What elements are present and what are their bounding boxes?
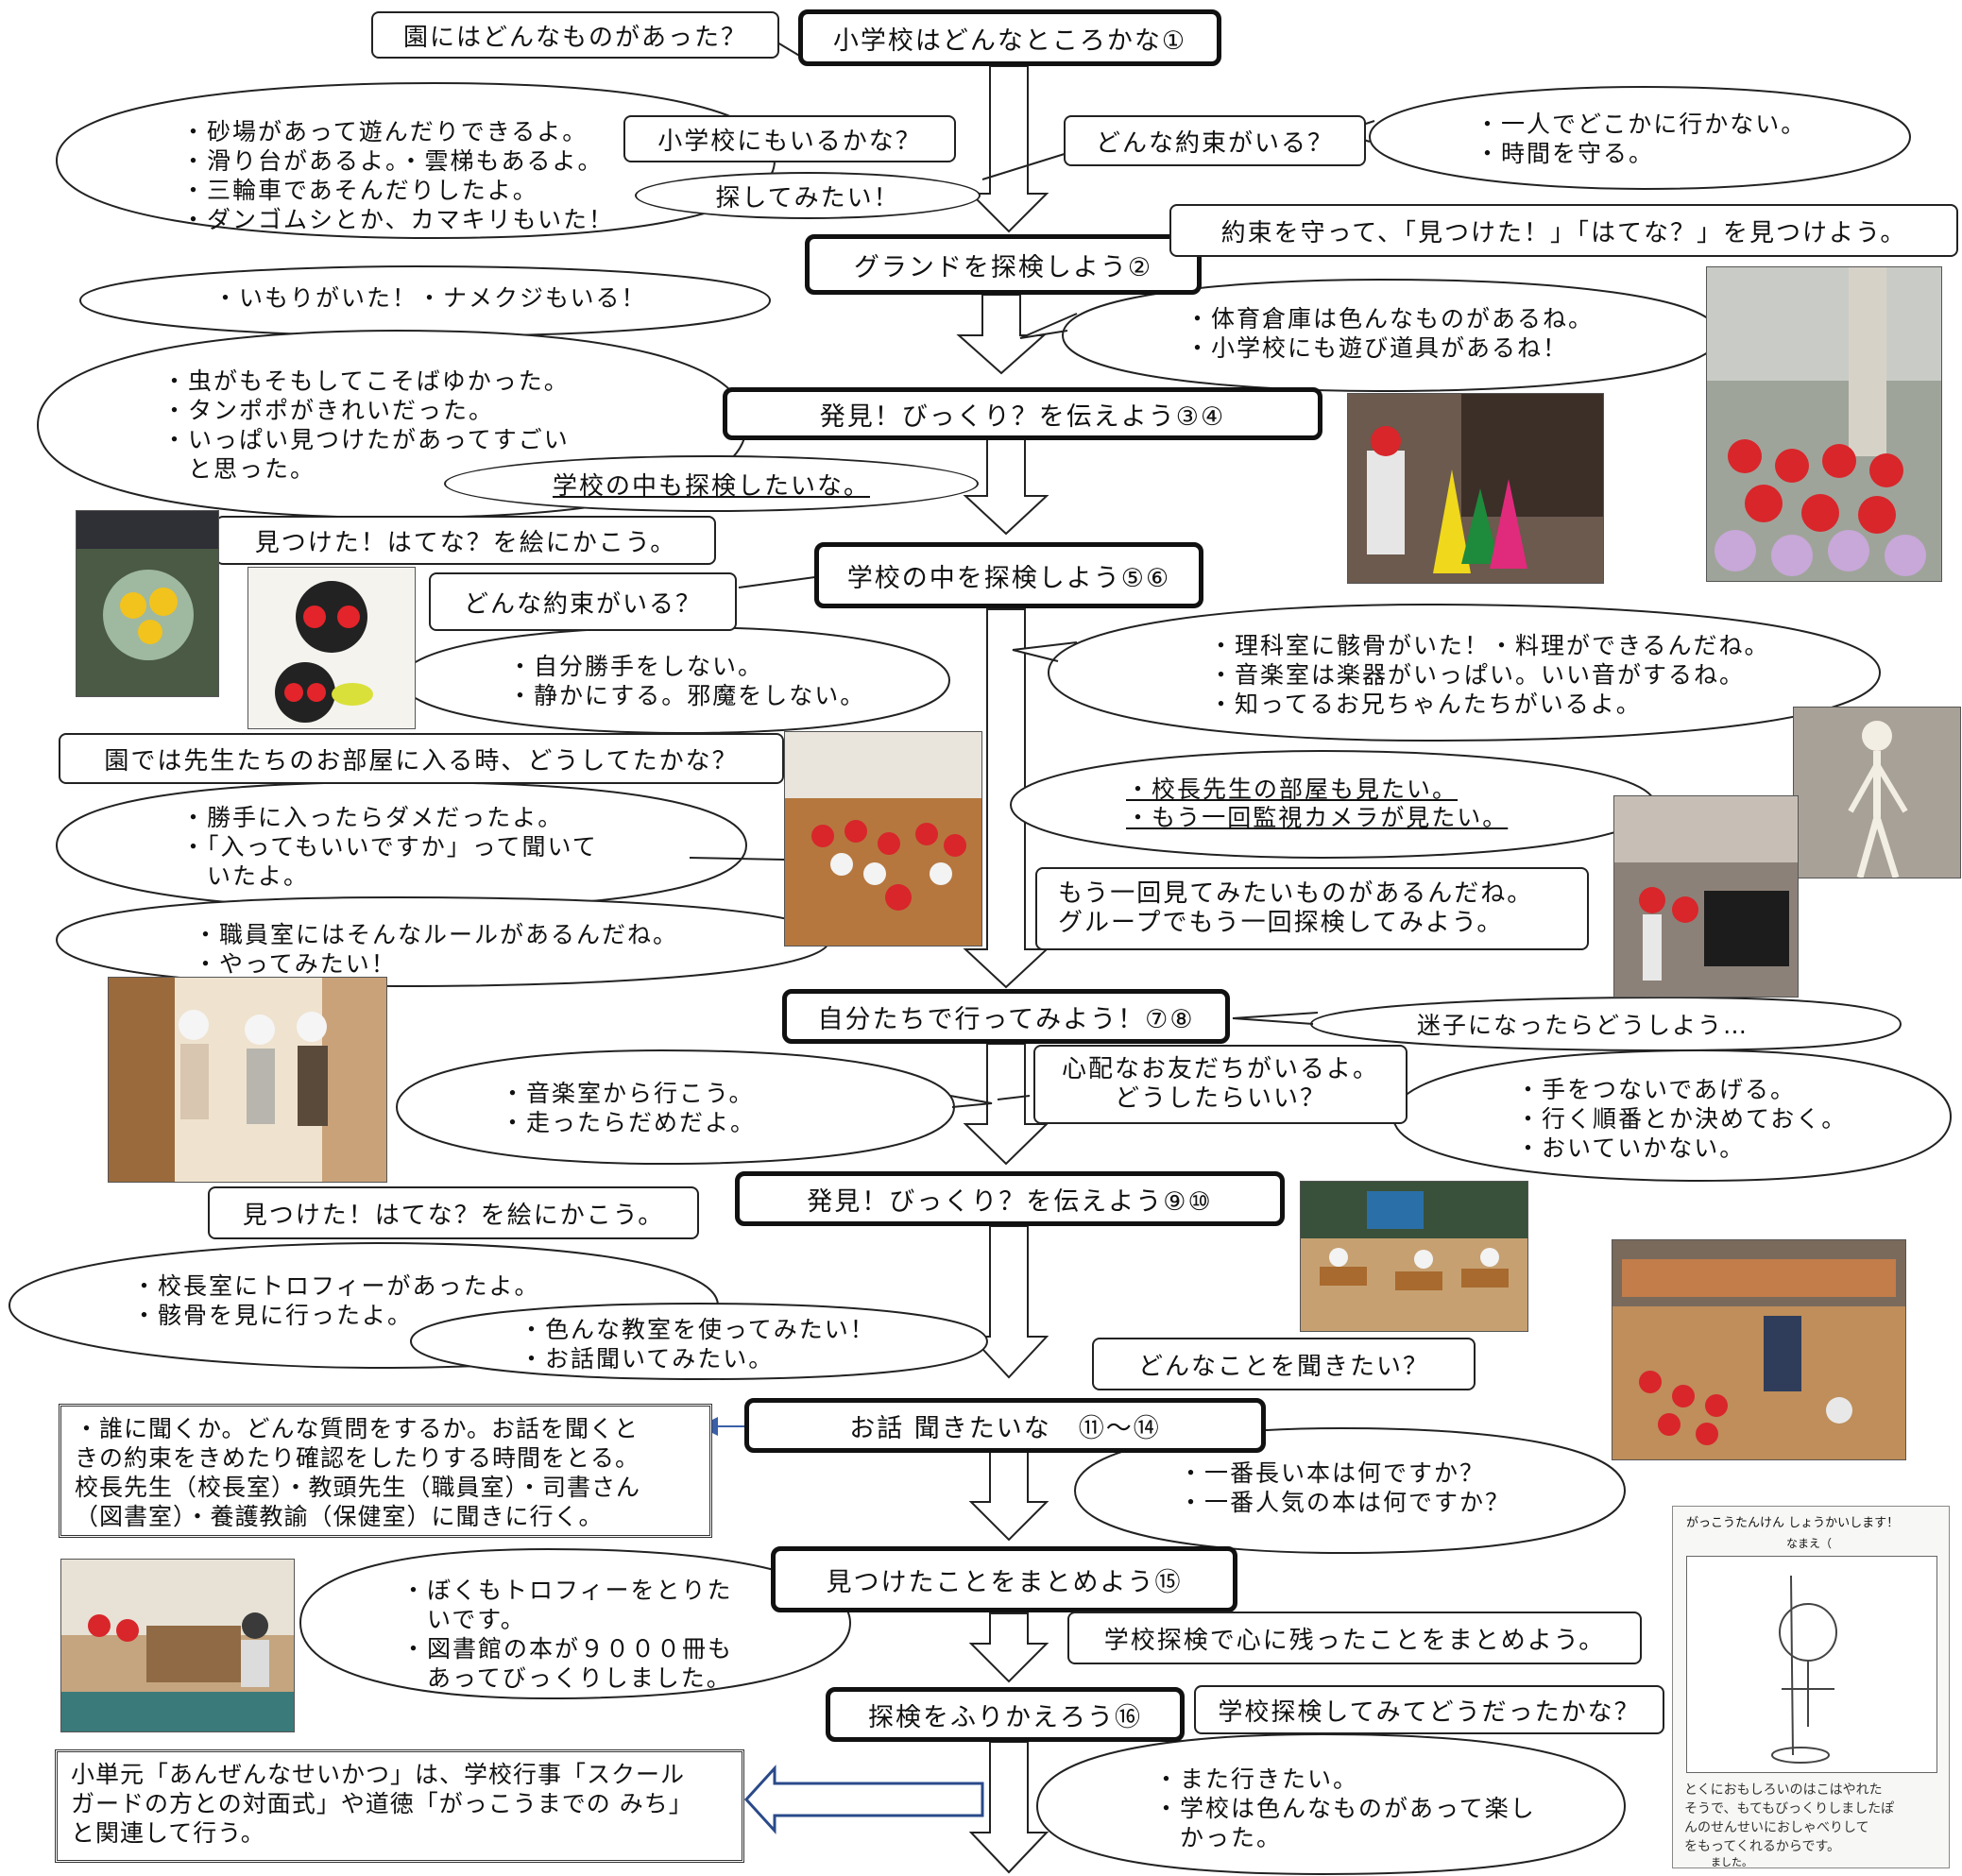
- step-5-box: 自分たちで行ってみよう！⑦⑧: [782, 989, 1230, 1044]
- worksheet-footer: ました。: [1711, 1856, 1752, 1868]
- bubble-b17-text: ・また行きたい。 ・学校は色んなものがあって楽し かった。: [1154, 1765, 1536, 1851]
- bubble-b16-shape: [299, 1547, 852, 1700]
- worksheet-handwriting: とくにおもしろいのはこはやれた そうで、もてもびっくりしましたぽ んのせんせいに…: [1684, 1782, 1895, 1854]
- photo-dandelions: [76, 510, 219, 697]
- bubble-lost-text: 迷子になったらどうしよう…: [1417, 1012, 1749, 1039]
- bubble-b15-text: ・一番長い本は何ですか？ ・一番人気の本は何ですか？: [1179, 1459, 1511, 1516]
- flow-arrow-3: [963, 438, 1049, 536]
- bubble-b14-text: ・色んな教室を使ってみたい！ ・お話聞いてみたい。: [520, 1316, 876, 1373]
- worksheet-image: がっこうたんけん しょうかいします！ なまえ（ とくにおもしろいのはこはやれた …: [1672, 1506, 1950, 1868]
- bubble-b17-shape: [1035, 1732, 1627, 1876]
- speech-bubbles: [8, 81, 1953, 1876]
- flow-arrow-1: [968, 65, 1049, 233]
- question-kindergarten: 園にはどんなものがあった？: [371, 11, 779, 59]
- bubble-b9-text: ・勝手に入ったらダメだったよ。 ・「入ってもいいですか」って聞いて いたよ。: [181, 804, 598, 890]
- bubble-b13-text: ・校長室にトロフィーがあったよ。 ・骸骨を見に行ったよ。: [132, 1272, 540, 1329]
- bubble-b2-text: ・一人でどこかに行かない。 ・時間を守る。: [1476, 111, 1807, 167]
- flow-arrow-8: [968, 1612, 1049, 1683]
- bubble-b10-text: ・職員室にはそんなルールがあるんだね。 ・やってみたい！: [194, 921, 679, 978]
- label-summarize: 学校探検で心に残ったことをまとめよう。: [1067, 1612, 1642, 1664]
- related-note-arrow: [743, 1765, 984, 1834]
- question-ask: どんなことを聞きたい？: [1092, 1338, 1476, 1390]
- bubble-b16-text: ・ぼくもトロフィーをとりた いです。 ・図書館の本が９０００冊も あってびっくり…: [401, 1577, 734, 1692]
- bubble-b8a-text: ・校長先生の部屋も見たい。: [1126, 776, 1459, 803]
- worksheet-drawing-frame: [1686, 1556, 1937, 1773]
- bubble-b6-text: ・自分勝手をしない。 ・静かにする。邪魔をしない。: [508, 653, 866, 709]
- bubble-b8b-text: ・もう一回監視カメラが見たい。: [1126, 804, 1509, 831]
- bubble-b4-text: ・体育倉庫は色んなものがあるね。 ・小学校にも遊び道具があるね！: [1186, 305, 1595, 362]
- flow-arrow-7: [968, 1444, 1049, 1542]
- bubble-b7-shape: [1012, 603, 1882, 742]
- photo-insect-drawing: [247, 567, 416, 729]
- step-7-box: お話 聞きたいな ⑪～⑭: [744, 1398, 1266, 1453]
- flow-arrows: [956, 65, 1049, 1874]
- photo-skeleton: [1793, 707, 1961, 878]
- step-4-box: 学校の中を探検しよう⑤⑥: [814, 542, 1203, 608]
- step-9-box: 探検をふりかえろう⑯: [826, 1687, 1185, 1742]
- question-school-too: 小学校にもいるかな？: [623, 115, 956, 162]
- label-draw-2: 見つけた！はてな？を絵にかこう。: [208, 1186, 699, 1239]
- bubble-b1-text: ・砂場があって遊んだりできるよ。 ・滑り台があるよ。・雲梯もあるよ。 ・三輪車で…: [181, 118, 615, 233]
- question-promise-1: どんな約束がいる？: [1064, 115, 1366, 166]
- step-2-box: グランドを探検しよう②: [805, 234, 1202, 295]
- related-unit-note: 小単元「あんぜんなせいかつ」は、学校行事「スクール ガードの方との対面式」や道徳…: [55, 1749, 744, 1863]
- bubble-b12-text: ・手をつないであげる。 ・行く順番とか決めておく。 ・おいていかない。: [1516, 1076, 1848, 1162]
- photo-staffroom-visit: [784, 731, 982, 947]
- photo-principal-office: [60, 1559, 295, 1732]
- label-want-inside: 学校の中も探検したいな。: [444, 455, 979, 512]
- bubble-b11-text: ・音楽室から行こう。 ・走ったらだめだよ。: [501, 1080, 757, 1136]
- question-reflect: 学校探検してみてどうだったかな？: [1194, 1685, 1664, 1734]
- bubble-b3-text: ・いもりがいた！・ナメクジもいる！: [213, 284, 647, 312]
- step-6-box: 発見！びっくり？を伝えよう⑨⑩: [735, 1171, 1285, 1226]
- flow-arrow-5: [963, 1043, 1049, 1166]
- bubble-b6-shape: [400, 625, 951, 735]
- bubble-b11-shape: [395, 1049, 993, 1166]
- label-keep-promise: 約束を守って、「見つけた！」「はてな？」を見つけよう。: [1169, 204, 1958, 257]
- flow-arrow-6: [968, 1225, 1049, 1379]
- worksheet-name-label: なまえ（: [1786, 1537, 1833, 1550]
- bubble-lost-shape: [1232, 996, 1902, 1052]
- interview-note: ・誰に聞くか。どんな質問をするか。お話を聞くと きの約束をきめたり確認をしたりす…: [59, 1404, 712, 1538]
- photo-outdoor-group: [1706, 266, 1942, 582]
- label-worried-friend: 心配なお友だちがいるよ。 どうしたらいい？: [1033, 1045, 1408, 1124]
- label-draw-1: 見つけた！はてな？を絵にかこう。: [215, 516, 716, 565]
- question-staffroom: 園では先生たちのお部屋に入る時、どうしてたかな？: [59, 733, 784, 784]
- photo-classroom: [1300, 1181, 1528, 1332]
- step-3-box: 発見！びっくり？を伝えよう③④: [723, 387, 1322, 440]
- photo-hallway: [108, 977, 387, 1183]
- flow-arrow-2: [956, 294, 1047, 375]
- step-8-box: 見つけたことをまとめよう⑮: [771, 1546, 1237, 1612]
- question-promise-2: どんな約束がいる？: [429, 572, 737, 631]
- label-want-search: 探してみたい！: [635, 172, 981, 219]
- worksheet-header: がっこうたんけん しょうかいします！: [1686, 1516, 1900, 1530]
- photo-library: [1612, 1239, 1906, 1460]
- step-1-box: 小学校はどんなところかな①: [798, 9, 1221, 66]
- want-inside-text: 学校の中も探検したいな。: [552, 471, 870, 501]
- photo-gym-storage: [1347, 393, 1604, 584]
- bubble-b7-text: ・理科室に骸骨がいた！・料理ができるんだね。 ・音楽室は楽器がいっぱい。いい音が…: [1209, 632, 1770, 718]
- label-look-again: もう一回見てみたいものがあるんだね。 グループでもう一回探検してみよう。: [1035, 867, 1589, 950]
- flow-arrow-9: [968, 1741, 1049, 1874]
- bubble-b5-text: ・虫がもそもしてこそばゆかった。 ・タンポポがきれいだった。 ・いっぱい見つけた…: [162, 367, 570, 483]
- photo-music-room: [1613, 795, 1799, 998]
- bubble-b14-shape: [409, 1302, 989, 1381]
- flow-arrow-4: [963, 608, 1049, 989]
